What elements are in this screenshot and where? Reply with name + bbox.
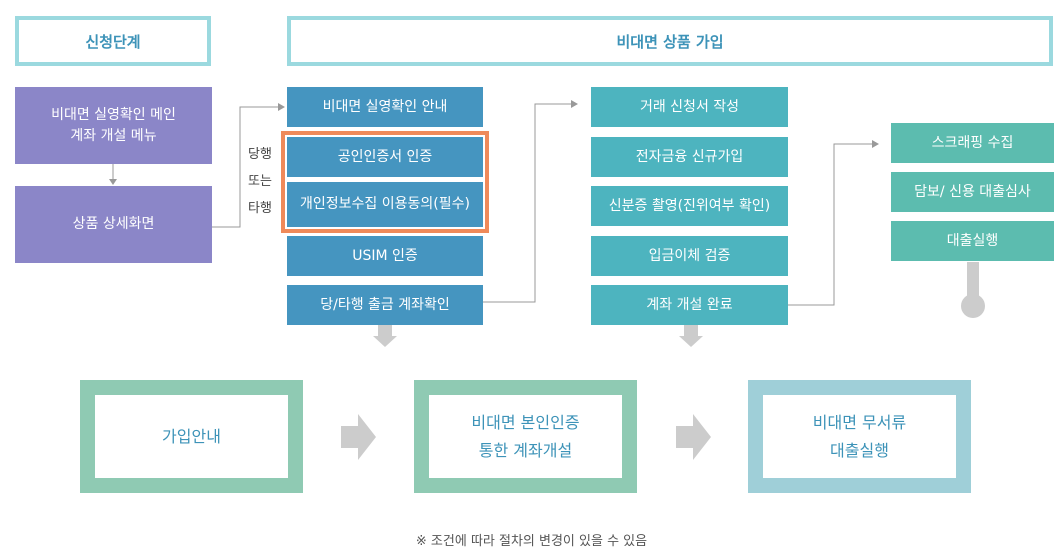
footnote-text: ※ 조건에 따라 절차의 변경이 있을 수 있음 [415,534,648,549]
col2-item-2: 전자금융 신규가입 [591,137,788,177]
menu-box-line1: 비대면 실영확인 메인 [51,106,176,123]
col2-item-1: 거래 신청서 작성 [591,87,788,127]
col1-item-4-label: USIM 인증 [352,247,418,264]
col2-item-2-label: 전자금융 신규가입 [635,148,744,165]
col1-item-3: 개인정보수집 이용동의(필수) [287,182,483,227]
bank-choice-line3: 타행 [248,201,272,216]
product-detail-box: 상품 상세화면 [15,186,212,263]
col1-item-1: 비대면 실영확인 안내 [287,87,483,127]
highlight-frame [281,131,489,233]
col1-item-1-label: 비대면 실영확인 안내 [322,98,448,115]
nonface-signup-header-label: 비대면 상품 가입 [616,32,724,51]
col1-item-2: 공인인증서 인증 [287,137,483,177]
col3-item-1-label: 스크래핑 수집 [931,134,1014,151]
col3-item-3: 대출실행 [891,221,1054,261]
bank-choice-line2: 또는 [248,174,272,189]
footnote: ※ 조건에 따라 절차의 변경이 있을 수 있음 [0,530,1063,549]
bank-choice-text: 당행 또는 타행 [238,141,282,222]
stage-header-label: 신청단계 [85,32,141,51]
col1-item-5: 당/타행 출금 계좌확인 [287,285,483,325]
summary-step-1: 가입안내 [80,380,303,493]
col2-item-1-label: 거래 신청서 작성 [639,98,740,115]
product-detail-label: 상품 상세화면 [72,216,155,232]
col1-item-5-label: 당/타행 출금 계좌확인 [320,296,450,313]
col1-item-4: USIM 인증 [287,236,483,276]
summary-step-1-label: 가입안내 [162,426,221,446]
stage-header: 신청단계 [15,16,211,66]
menu-box: 비대면 실영확인 메인 계좌 개설 메뉴 [15,87,212,164]
summary-step-2-line2: 통한 계좌개설 [478,440,573,460]
col1-item-3-label: 개인정보수집 이용동의(필수) [300,196,470,212]
nonface-signup-header: 비대면 상품 가입 [287,16,1053,66]
menu-box-line2: 계좌 개설 메뉴 [70,127,157,144]
col2-item-3-label: 신분증 촬영(진위여부 확인) [608,197,771,214]
summary-step-3: 비대면 무서류 대출실행 [748,380,971,493]
col3-item-2: 담보/ 신용 대출심사 [891,172,1054,212]
col3-item-1: 스크래핑 수집 [891,123,1054,163]
summary-step-2: 비대면 본인인증 통한 계좌개설 [414,380,637,493]
summary-step-3-line1: 비대면 무서류 [812,413,907,433]
col2-item-5: 계좌 개설 완료 [591,285,788,325]
bank-choice-line1: 당행 [248,147,272,162]
summary-step-2-line1: 비대면 본인인증 [471,413,580,433]
col2-item-4: 입금이체 검증 [591,236,788,276]
summary-step-3-line2: 대출실행 [830,440,889,460]
col2-item-3: 신분증 촬영(진위여부 확인) [591,186,788,226]
col1-item-2-label: 공인인증서 인증 [337,148,433,165]
col2-item-4-label: 입금이체 검증 [648,247,731,264]
col2-item-5-label: 계좌 개설 완료 [646,296,733,313]
col3-item-3-label: 대출실행 [946,232,999,249]
col3-item-2-label: 담보/ 신용 대출심사 [914,183,1031,200]
